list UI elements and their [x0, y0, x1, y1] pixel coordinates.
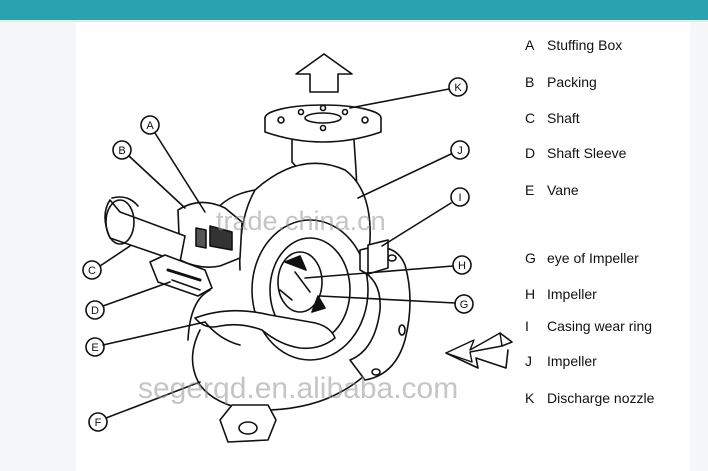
- legend-label: Casing wear ring: [547, 318, 653, 334]
- callout-label-H: H: [458, 260, 466, 272]
- shaft-sleeve: [149, 254, 213, 297]
- callout-C: [82, 245, 131, 280]
- top-banner-divider: [0, 20, 708, 22]
- watermark-alibaba: segerqd.en.alibaba.com: [138, 372, 459, 405]
- legend-item-i: I Casing wear ring: [525, 318, 652, 334]
- legend-item-b: B Packing: [525, 74, 597, 90]
- callout-label-B: B: [118, 145, 125, 157]
- callout-B: [112, 140, 186, 209]
- legend-item-k: K Discharge nozzle: [525, 390, 654, 406]
- legend-key: B: [525, 74, 535, 90]
- callout-label-A: A: [146, 120, 154, 132]
- legend-label: Shaft Sleeve: [547, 145, 627, 161]
- legend-label: Impeller: [547, 286, 597, 302]
- legend-key: J: [525, 353, 532, 369]
- legend-item-c: C Shaft: [525, 110, 580, 126]
- legend-key: I: [525, 318, 529, 334]
- callout-label-C: C: [88, 265, 96, 277]
- legend-label: Stuffing Box: [547, 37, 623, 53]
- legend-item-h: H Impeller: [525, 286, 597, 302]
- discharge-nozzle: [264, 104, 382, 231]
- callout-G: [319, 294, 474, 314]
- suction-flange: [349, 239, 411, 381]
- legend-key: E: [525, 182, 535, 198]
- callout-label-E: E: [91, 342, 98, 354]
- right-margin-panel: [690, 22, 708, 471]
- callout-A: [140, 115, 206, 213]
- callout-label-I: I: [458, 192, 461, 204]
- callout-I: [381, 187, 470, 247]
- callout-label-F: F: [95, 417, 102, 429]
- discharge-flow-arrow: [295, 53, 353, 93]
- top-banner: [0, 0, 708, 20]
- legend-item-e: E Vane: [525, 182, 579, 198]
- casing-cutaway: [194, 309, 336, 350]
- shaft: [104, 196, 186, 263]
- legend-item-j: J Impeller: [525, 353, 597, 369]
- legend-label: Vane: [547, 182, 579, 198]
- callout-K: [349, 77, 468, 109]
- impeller: [277, 251, 326, 313]
- callout-label-G: G: [460, 299, 469, 311]
- legend-key: G: [525, 250, 536, 266]
- watermark-trade: trade.china.cn: [216, 206, 386, 236]
- callout-F: [88, 381, 201, 432]
- legend-item-d: D Shaft Sleeve: [525, 145, 626, 161]
- legend-key: C: [525, 110, 536, 126]
- callout-label-D: D: [91, 305, 99, 317]
- legend-key: H: [525, 286, 536, 302]
- legend-item-a: A Stuffing Box: [525, 37, 622, 53]
- legend-label: eye of Impeller: [547, 250, 639, 266]
- legend-label: Packing: [547, 74, 597, 90]
- legend-key: K: [525, 390, 535, 406]
- callout-D: [85, 281, 171, 320]
- suction-flow-arrow: [445, 332, 513, 369]
- callout-label-J: J: [457, 145, 463, 157]
- callout-H: [304, 255, 472, 279]
- legend-label: Shaft: [547, 110, 580, 126]
- callout-J: [357, 140, 470, 199]
- legend-label: Discharge nozzle: [547, 390, 655, 406]
- callout-E: [85, 321, 206, 357]
- left-margin-panel: [0, 22, 76, 471]
- callout-label-K: K: [454, 82, 462, 94]
- legend-key: D: [525, 145, 536, 161]
- stuffing-box: [177, 201, 243, 268]
- legend-label: Impeller: [547, 353, 597, 369]
- legend-key: A: [525, 37, 535, 53]
